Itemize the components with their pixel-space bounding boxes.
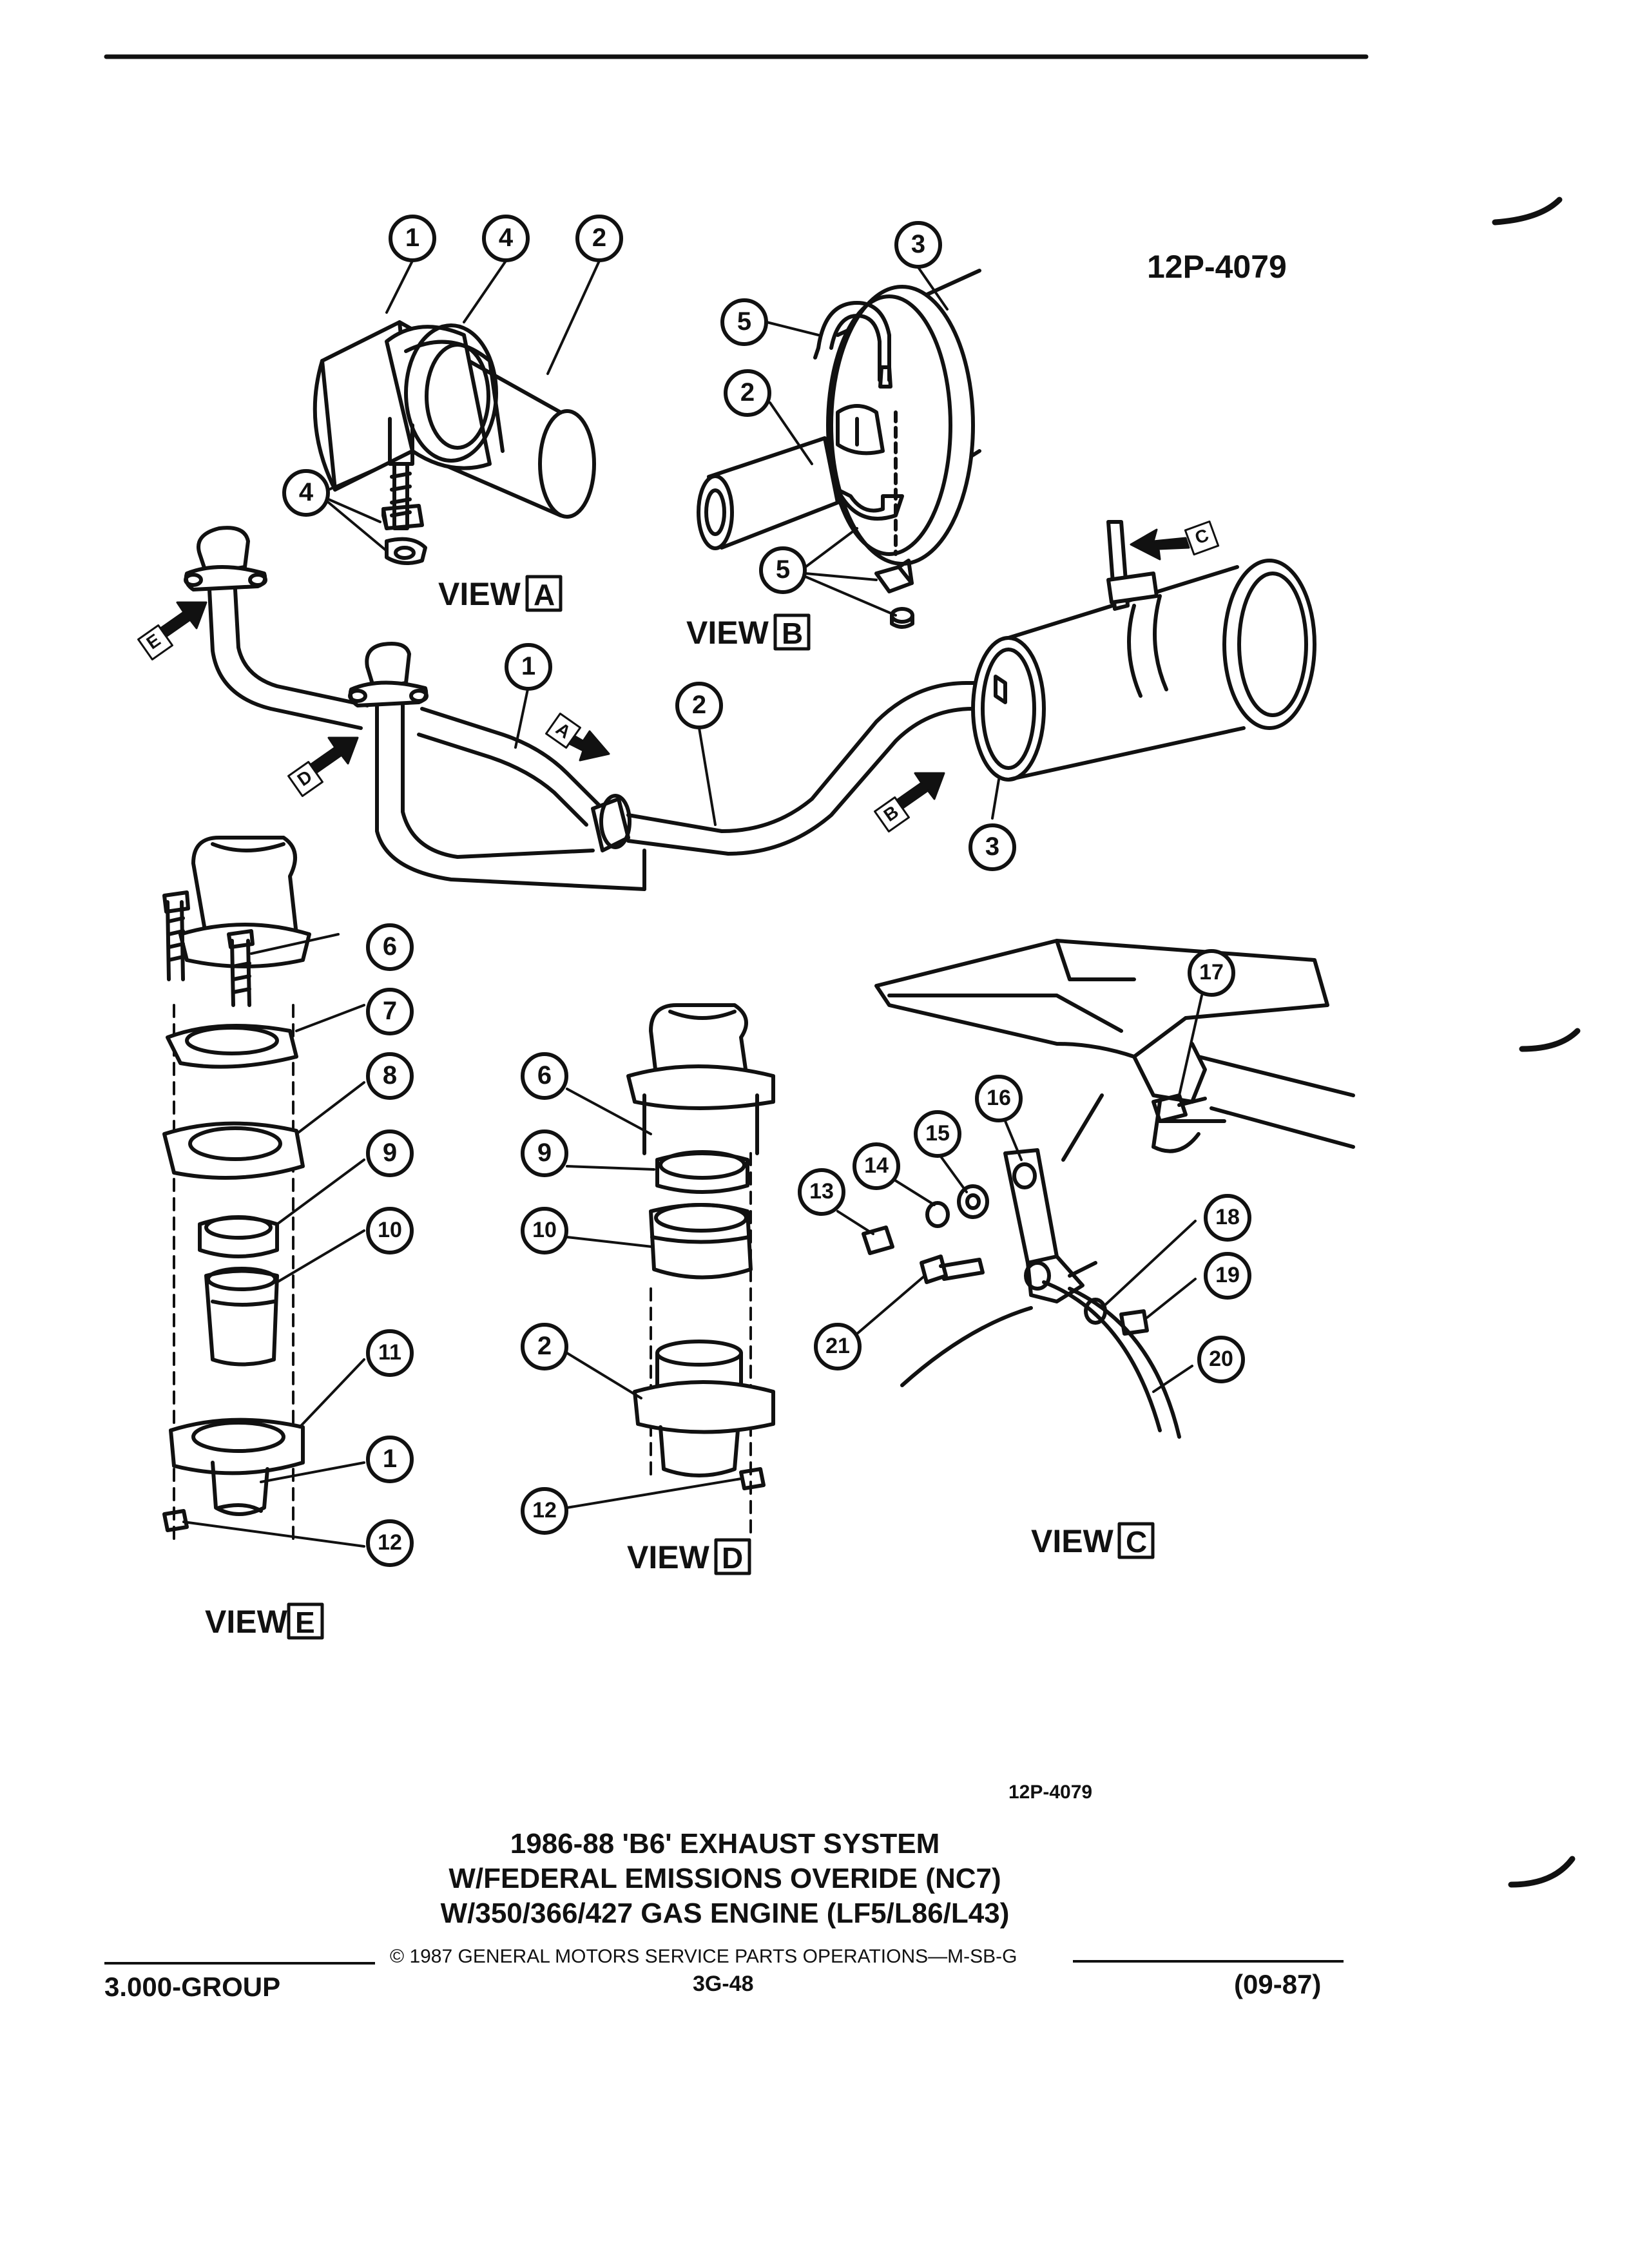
page-number: 3G-48 <box>693 1972 754 1996</box>
callout-number: 10 <box>378 1218 402 1243</box>
callout-number: 17 <box>1199 960 1224 985</box>
callout-number: 19 <box>1215 1263 1240 1288</box>
copyright: © 1987 GENERAL MOTORS SERVICE PARTS OPER… <box>390 1946 1017 1967</box>
callout-number: 15 <box>925 1121 950 1146</box>
main-exhaust-drawing <box>184 520 1316 891</box>
view-c-hanger-drawing <box>862 939 1355 1439</box>
callout-number: 18 <box>1215 1205 1240 1230</box>
view-b-label: VIEW <box>686 615 769 651</box>
callout-number: 9 <box>382 1138 398 1167</box>
callout-number: 21 <box>825 1334 850 1359</box>
callout-number: 13 <box>809 1179 834 1204</box>
callout-number: 20 <box>1209 1347 1233 1372</box>
view-arrows <box>137 520 1220 832</box>
view-d-label: VIEW <box>627 1539 709 1575</box>
callout-number: 2 <box>740 378 755 407</box>
view-e-label: VIEW <box>205 1604 287 1640</box>
footer-rule-right <box>1073 1960 1344 1963</box>
callout-number: 6 <box>382 932 398 961</box>
drawing-number-bottom: 12P-4079 <box>1008 1782 1093 1803</box>
callout-number: 12 <box>378 1530 402 1555</box>
callout-number: 8 <box>382 1061 398 1090</box>
callout-number: 5 <box>737 307 752 336</box>
view-b-letter: B <box>782 617 804 650</box>
callout-number: 12 <box>532 1498 557 1523</box>
view-a-label: VIEW <box>438 576 521 612</box>
callout-number: 2 <box>592 223 607 252</box>
title-block: 1986-88 'B6' EXHAUST SYSTEM W/FEDERAL EM… <box>322 1827 1128 1931</box>
scan-mark <box>1519 1028 1581 1052</box>
drawing-number-top: 12P-4079 <box>1147 249 1287 285</box>
view-e-exploded-drawing <box>162 836 311 1541</box>
callout-number: 10 <box>532 1218 557 1243</box>
callout-number: 4 <box>298 477 314 506</box>
view-c-label: VIEW <box>1031 1523 1113 1559</box>
view-a-clamp-drawing <box>313 320 596 565</box>
title-line-2: W/FEDERAL EMISSIONS OVERIDE (NC7) <box>448 1863 1001 1894</box>
view-b-hanger-drawing <box>697 269 981 629</box>
callout-number: 3 <box>985 832 1000 861</box>
view-d-exploded-drawing <box>626 1003 775 1535</box>
callout-number: 9 <box>537 1138 552 1167</box>
callout-number: 5 <box>775 555 791 584</box>
view-e-letter: E <box>295 1606 315 1639</box>
callout-number: 11 <box>378 1340 401 1365</box>
callout-number: 16 <box>987 1086 1011 1111</box>
title-line-3: W/350/366/427 GAS ENGINE (LF5/L86/L43) <box>440 1898 1010 1929</box>
scan-mark <box>1492 197 1563 226</box>
title-line-1: 1986-88 'B6' EXHAUST SYSTEM <box>510 1828 940 1860</box>
callout-number: 14 <box>864 1153 889 1178</box>
view-a-letter: A <box>534 578 555 611</box>
callout-number: 1 <box>382 1444 398 1473</box>
callout-number: 4 <box>498 223 514 252</box>
callout-circles <box>282 215 1251 1567</box>
date-code: (09-87) <box>1234 1969 1322 1999</box>
leader-lines <box>182 260 1203 1548</box>
callout-number: 2 <box>537 1331 552 1360</box>
view-c-letter: C <box>1126 1525 1148 1559</box>
callout-number: 1 <box>405 223 420 252</box>
callout-number: 6 <box>537 1061 552 1090</box>
view-label-boxes <box>287 575 1155 1640</box>
view-d-letter: D <box>722 1541 744 1575</box>
callout-number: 3 <box>911 229 926 258</box>
callout-number: 7 <box>382 996 398 1025</box>
footer-rule-left <box>104 1962 375 1965</box>
callout-number: 2 <box>691 690 707 719</box>
scan-mark <box>1508 1856 1576 1888</box>
group-number: 3.000-GROUP <box>104 1972 281 2002</box>
callout-number: 1 <box>521 651 536 680</box>
